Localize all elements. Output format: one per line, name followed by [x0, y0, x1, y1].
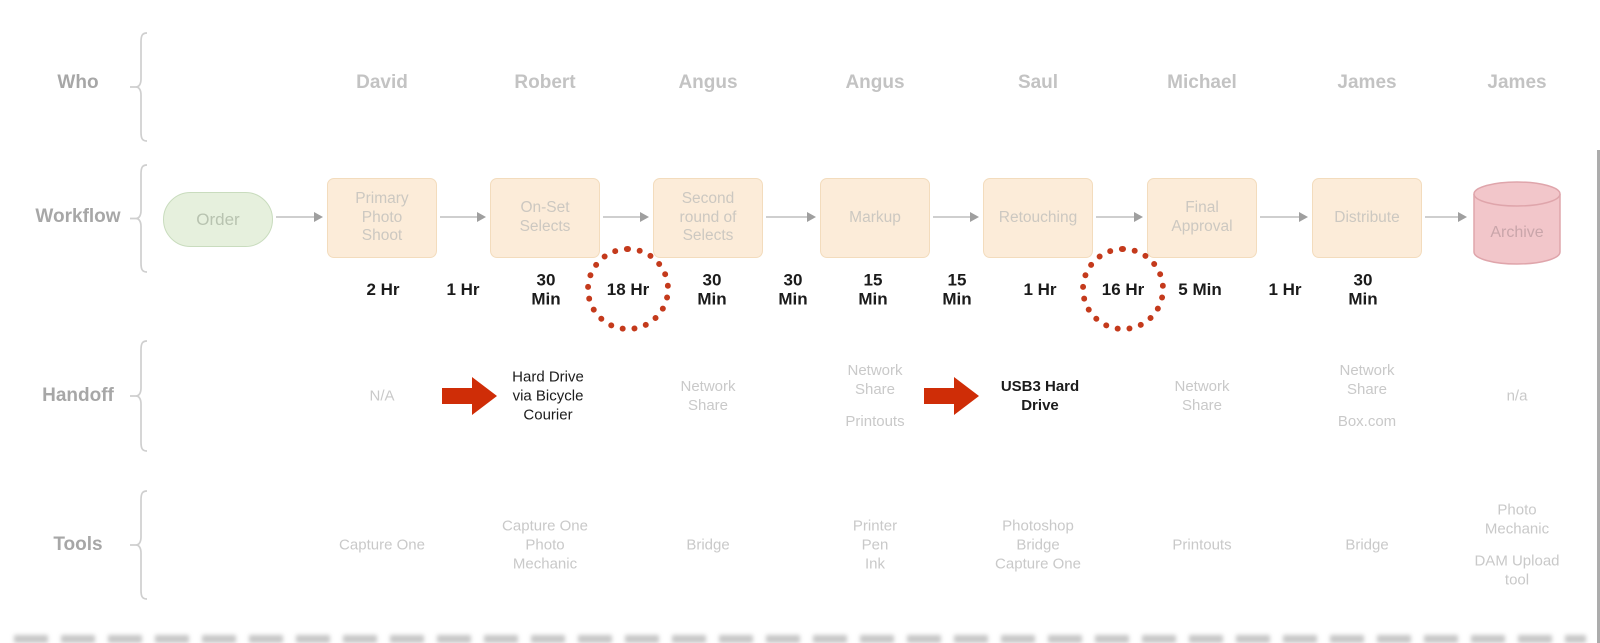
handoff-arrow-icon	[442, 376, 498, 416]
row-label-tools: Tools	[53, 534, 103, 555]
flow-connector	[766, 216, 808, 218]
who-name: Saul	[1017, 72, 1059, 93]
row-label-handoff: Handoff	[42, 385, 114, 406]
workflow-step-on-set-selects: On-Set Selects	[490, 178, 600, 258]
tools-note: Capture One	[339, 536, 425, 554]
handoff-note: n/a	[1506, 387, 1528, 405]
flow-connector	[933, 216, 971, 218]
flow-connector	[276, 216, 315, 218]
who-name: Robert	[514, 72, 576, 93]
duration-highlight-circle	[1080, 246, 1166, 332]
handoff-arrow-icon	[924, 376, 980, 416]
flow-connector	[1260, 216, 1300, 218]
flow-connector-arrowhead-icon	[640, 212, 649, 222]
duration-label: 2 Hr	[366, 279, 400, 299]
flow-connector	[1425, 216, 1459, 218]
duration-label: 16 Hr	[1101, 279, 1145, 299]
who-name: James	[1337, 72, 1397, 93]
flow-connector-arrowhead-icon	[1299, 212, 1308, 222]
duration-label: 1 Hr	[446, 279, 480, 299]
flow-connector-arrowhead-icon	[477, 212, 486, 222]
flow-connector-arrowhead-icon	[314, 212, 323, 222]
flow-connector	[603, 216, 641, 218]
flow-connector-arrowhead-icon	[970, 212, 979, 222]
workflow-step-second-round-of-selects: Second round of Selects	[653, 178, 763, 258]
workflow-step-distribute: Distribute	[1312, 178, 1422, 258]
cropped-text-edge	[14, 635, 1586, 643]
flow-connector-arrowhead-icon	[807, 212, 816, 222]
who-name: David	[356, 72, 408, 93]
handoff-note: N/A	[369, 387, 395, 405]
flow-connector-arrowhead-icon	[1458, 212, 1467, 222]
row-label-who: Who	[57, 72, 99, 93]
lane-brace-who	[128, 32, 150, 147]
who-name: James	[1487, 72, 1547, 93]
who-name: Angus	[678, 72, 738, 93]
tools-note: Bridge	[1345, 536, 1389, 554]
workflow-start-order: Order	[163, 192, 273, 247]
svg-text:Archive: Archive	[1490, 224, 1543, 241]
workflow-step-retouching: Retouching	[983, 178, 1093, 258]
flow-connector-arrowhead-icon	[1134, 212, 1143, 222]
screenshot-right-edge	[1597, 150, 1600, 643]
duration-label: 18 Hr	[606, 279, 650, 299]
tools-note: Printouts	[1172, 536, 1232, 554]
workflow-step-markup: Markup	[820, 178, 930, 258]
lane-brace-tools	[128, 490, 150, 605]
who-name: Michael	[1167, 72, 1237, 93]
duration-label: 1 Hr	[1023, 279, 1057, 299]
row-label-workflow: Workflow	[35, 206, 121, 227]
tools-note: Bridge	[686, 536, 730, 554]
workflow-step-final-approval: Final Approval	[1147, 178, 1257, 258]
workflow-step-primary-photo-shoot: Primary Photo Shoot	[327, 178, 437, 258]
workflow-archive-cylinder: Archive	[1472, 181, 1562, 271]
lane-brace-handoff	[128, 340, 150, 457]
duration-label: 1 Hr	[1268, 279, 1302, 299]
lane-brace-workflow	[128, 164, 150, 278]
duration-label: 5 Min	[1178, 279, 1222, 299]
duration-highlight-circle	[585, 246, 671, 332]
who-name: Angus	[845, 72, 905, 93]
flow-connector	[1096, 216, 1135, 218]
flow-connector	[440, 216, 478, 218]
